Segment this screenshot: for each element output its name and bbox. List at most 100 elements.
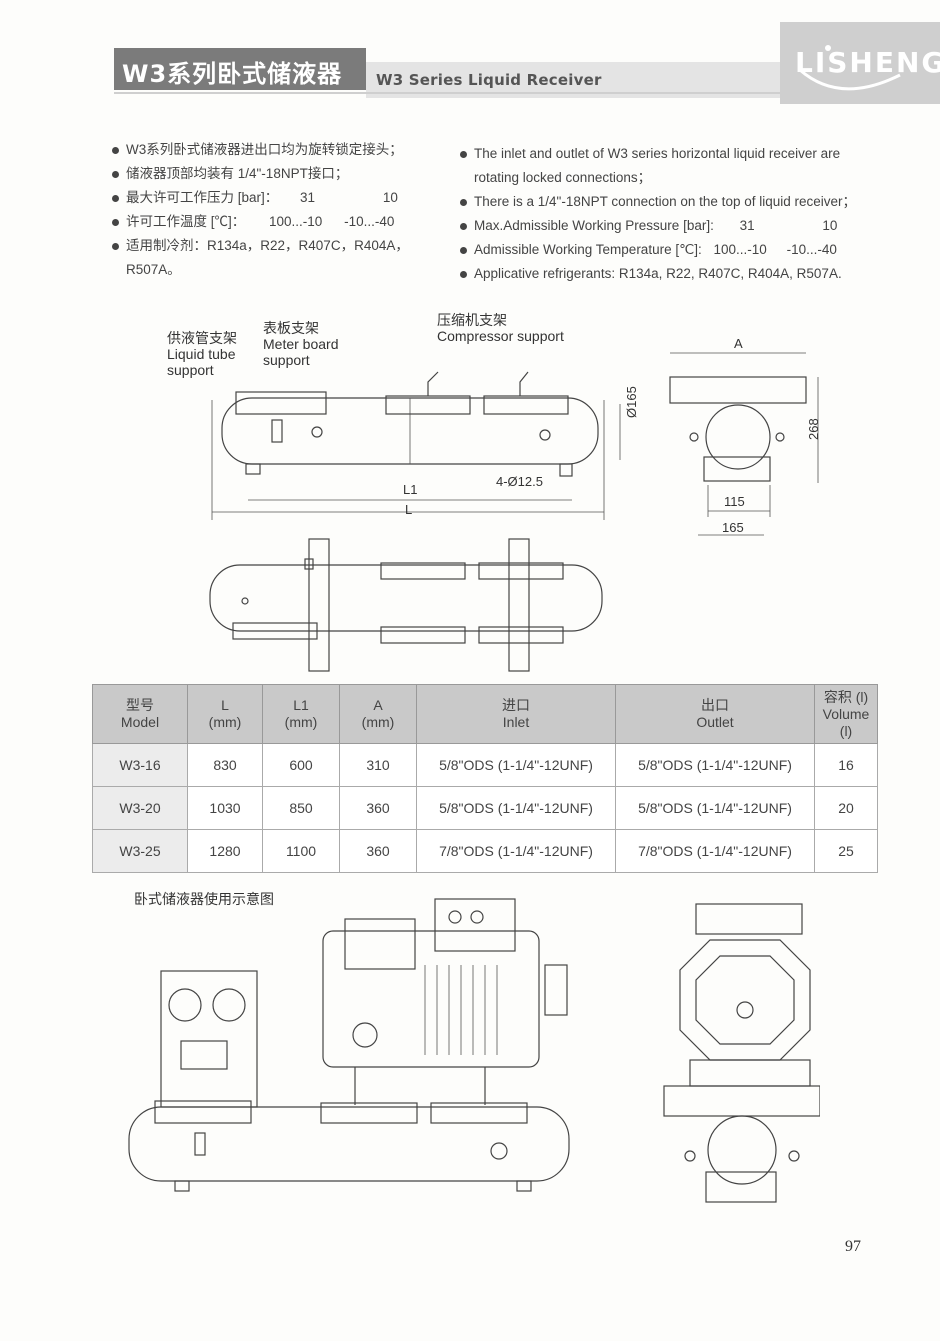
cell-inlet: 7/8"ODS (1-1/4"-12UNF) [416,829,616,873]
page-title-cn: W3系列卧式储液器 [122,60,343,88]
temperature-value: 100...-10 [713,242,767,257]
usage-side-view-drawing [128,898,570,1192]
pressure-value: 31 [300,190,316,205]
receiver-top-view-drawing [209,538,603,672]
header-cn: 出口 [701,697,729,713]
header-cn: 容积 (l) [823,688,869,705]
label-cn: 供液管支架 [167,330,237,346]
header-en: Inlet [502,714,530,730]
cell-inlet: 5/8"ODS (1-1/4"-12UNF) [416,786,616,830]
feature-text: The inlet and outlet of W3 series horizo… [474,146,841,161]
cell-L1: 1100 [262,829,340,873]
header-cn: 型号 [126,697,154,713]
header-en: (mm) [361,714,395,730]
header-en: Outlet [696,714,734,730]
list-item: Max.Admissible Working Pressure [bar]: 3… [460,214,910,238]
feature-text: Max.Admissible Working Pressure [bar]: [474,218,714,233]
page-title-en: W3 Series Liquid Receiver [376,71,602,89]
feature-text: Applicative refrigerants: R134a, R22, R4… [474,266,842,281]
table-row: W3-25 1280 1100 360 7/8"ODS (1-1/4"-12UN… [92,829,878,873]
cell-L: 1030 [187,786,263,830]
dim-268-label: 268 [806,418,821,440]
temperature-value: 100...-10 [269,214,323,229]
logo-background [780,22,940,104]
feature-text: 储液器顶部均装有 1/4"-18NPT接口； [126,166,349,181]
header-divider [114,92,780,94]
dim-diameter-label: Ø165 [624,386,639,418]
cell-volume: 16 [814,743,878,787]
dim-holes-label: 4-Ø12.5 [496,474,543,489]
label-en: Meter board [263,336,339,352]
dim-115-label: 115 [724,494,745,509]
cell-outlet: 5/8"ODS (1-1/4"-12UNF) [615,743,815,787]
cell-A: 360 [339,829,417,873]
header-en: Model [120,714,160,730]
header-cell: L(mm) [187,684,263,744]
liquid-tube-label: 供液管支架 Liquid tube support [167,330,237,378]
dim-A-label: A [734,336,743,351]
temperature-value: -10...-40 [786,242,837,257]
list-item: The inlet and outlet of W3 series horizo… [460,142,910,190]
header-cell: 容积 (l)Volume (l) [814,684,878,744]
list-item: W3系列卧式储液器进出口均为旋转锁定接头； [112,138,452,162]
compressor-support-label: 压缩机支架 Compressor support [437,312,564,344]
cell-L1: 850 [262,786,340,830]
dim-L-label: L [405,502,413,517]
refrigerant-cont: R507A。 [126,262,181,277]
page-number: 97 [845,1238,861,1255]
cell-L: 830 [187,743,263,787]
cell-A: 310 [339,743,417,787]
feature-text: 最大许可工作压力 [bar]： [126,190,279,205]
header-cell: L1(mm) [262,684,340,744]
header-cn: A [373,697,383,713]
list-item: 最大许可工作压力 [bar]： 31 10 [112,186,452,210]
cell-model: W3-16 [92,743,188,787]
cell-L1: 600 [262,743,340,787]
table-row: W3-16 830 600 310 5/8"ODS (1-1/4"-12UNF)… [92,743,878,787]
cell-inlet: 5/8"ODS (1-1/4"-12UNF) [416,743,616,787]
pressure-value: 10 [822,218,838,233]
logo-swoosh-icon [799,45,901,91]
feature-text: 许可工作温度 [℃]： [126,214,246,229]
cell-model: W3-20 [92,786,188,830]
pressure-value: 10 [382,190,398,205]
features-cn-list: W3系列卧式储液器进出口均为旋转锁定接头； 储液器顶部均装有 1/4"-18NP… [112,138,452,282]
dim-L1-label: L1 [403,482,418,497]
header-en: (mm) [284,714,318,730]
header-cn: 进口 [502,697,530,713]
label-cn: 表板支架 [263,320,319,336]
list-item: 许可工作温度 [℃]： 100...-10 -10...-40 [112,210,452,234]
cell-A: 360 [339,786,417,830]
diagram-caption: 卧式储液器使用示意图 [134,891,274,907]
header-en: (mm) [208,714,242,730]
cell-outlet: 5/8"ODS (1-1/4"-12UNF) [615,786,815,830]
list-item: Applicative refrigerants: R134a, R22, R4… [460,262,910,286]
receiver-side-view-drawing [211,371,621,520]
list-item: 储液器顶部均装有 1/4"-18NPT接口； [112,162,452,186]
cell-outlet: 7/8"ODS (1-1/4"-12UNF) [615,829,815,873]
temperature-value: -10...-40 [344,214,395,229]
list-item: Admissible Working Temperature [℃]: 100.… [460,238,910,262]
receiver-end-view-drawing [669,352,819,536]
cell-volume: 25 [814,829,878,873]
table-row: W3-20 1030 850 360 5/8"ODS (1-1/4"-12UNF… [92,786,878,830]
usage-end-view-drawing [663,903,820,1203]
feature-text: rotating locked connections； [474,170,652,185]
features-en-list: The inlet and outlet of W3 series horizo… [460,142,910,286]
feature-text: 适用制冷剂：R134a，R22，R407C，R404A， [126,238,409,253]
cell-L: 1280 [187,829,263,873]
feature-text: There is a 1/4"-18NPT connection on the … [474,194,857,209]
cell-volume: 20 [814,786,878,830]
list-item: 适用制冷剂：R134a，R22，R407C，R404A， R507A。 [112,234,452,282]
header-cn: L1 [293,697,309,713]
label-en: support [263,352,310,368]
list-item: There is a 1/4"-18NPT connection on the … [460,190,910,214]
feature-text: W3系列卧式储液器进出口均为旋转锁定接头； [126,142,403,157]
label-en: support [167,362,214,378]
feature-text: Admissible Working Temperature [℃]: [474,242,702,257]
label-en: Liquid tube [167,346,236,362]
